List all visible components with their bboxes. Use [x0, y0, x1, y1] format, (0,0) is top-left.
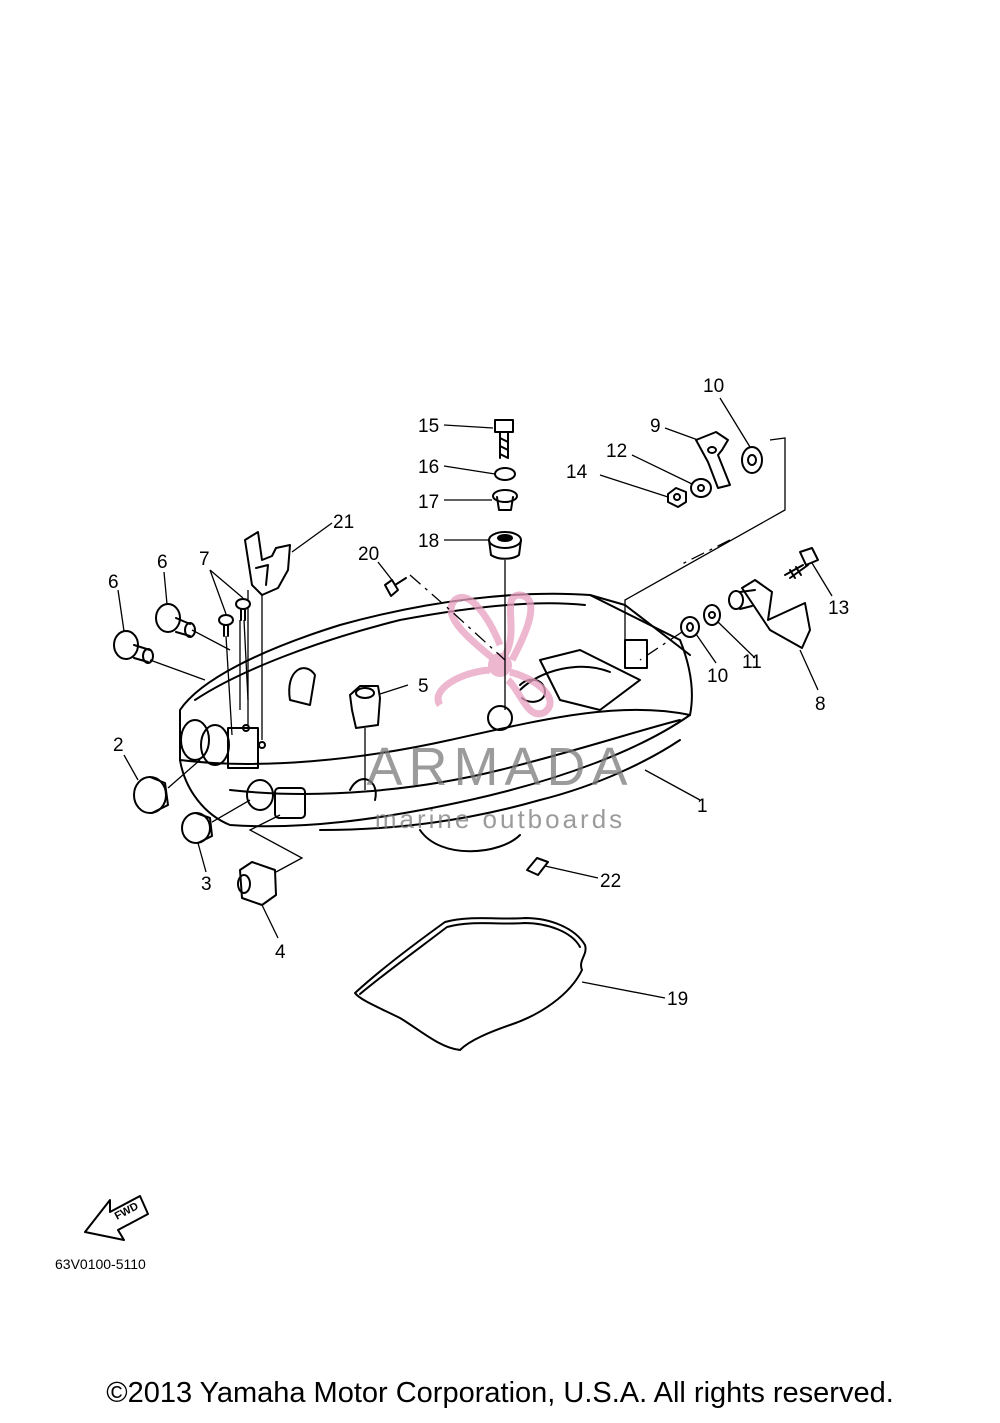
part-9-bracket: [695, 431, 731, 489]
callout-6a: 6: [157, 552, 168, 573]
part-22-label: [526, 857, 549, 876]
watermark-brand: ARMADA: [366, 737, 633, 797]
watermark-tagline: marine outboards: [375, 804, 625, 834]
part-21-clamp: [244, 531, 291, 596]
part-18-grommet: [488, 531, 522, 560]
callout-12: 12: [606, 441, 627, 462]
part-6-plug-b: [155, 603, 196, 638]
part-17-collar: [492, 489, 518, 511]
callout-8: 8: [815, 694, 826, 715]
part-5-bracket: [349, 685, 381, 729]
callout-19: 19: [667, 989, 688, 1010]
part-16-washer: [494, 467, 516, 481]
callout-1: 1: [697, 796, 708, 817]
part-6-plug-a: [113, 630, 154, 664]
part-20-screw: [384, 577, 407, 597]
part-11-lockwasher: [703, 604, 721, 626]
callout-15: 15: [418, 416, 439, 437]
bottom-cowling: [179, 592, 693, 853]
callouts: 15 16 17 18 20 21 7 6 6 5 2 3 4 10 9 12 …: [108, 376, 849, 1010]
callout-4: 4: [275, 942, 286, 963]
part-13-bolt: [784, 547, 819, 579]
callout-20: 20: [358, 544, 379, 565]
part-7-rivets: [218, 598, 251, 637]
callout-5: 5: [418, 676, 429, 697]
callout-9: 9: [650, 416, 661, 437]
callout-18: 18: [418, 531, 439, 552]
leader-lines: [117, 397, 833, 999]
callout-22: 22: [600, 871, 621, 892]
fwd-arrow-icon: FWD: [84, 1195, 149, 1241]
copyright-notice: ©2013 Yamaha Motor Corporation, U.S.A. A…: [106, 1377, 894, 1409]
callout-10a: 10: [703, 376, 724, 397]
callout-14: 14: [566, 462, 588, 483]
callout-17: 17: [418, 492, 439, 513]
part-10-nut-b: [680, 616, 700, 638]
callout-13: 13: [828, 598, 849, 619]
callout-16: 16: [418, 457, 439, 478]
callout-3: 3: [201, 874, 212, 895]
part-12-washer: [690, 478, 712, 498]
part-4-grommet: [237, 861, 277, 906]
callout-21: 21: [333, 512, 354, 533]
catalog-code: 63V0100-5110: [55, 1256, 146, 1272]
callout-11: 11: [742, 652, 762, 673]
watermark-logo: ARMADA marine outboards: [366, 591, 633, 834]
part-14-nut: [667, 487, 687, 508]
part-3-plug: [181, 812, 213, 844]
part-15-bolt: [494, 419, 514, 459]
callout-10b: 10: [707, 666, 728, 687]
callout-7: 7: [199, 549, 210, 570]
part-10-nut-a: [741, 446, 763, 474]
callout-6b: 6: [108, 572, 119, 593]
callout-2: 2: [113, 735, 124, 756]
part-19-gasket: [354, 917, 587, 1051]
part-8-bracket: [728, 579, 811, 649]
part-2-plug: [133, 776, 169, 814]
